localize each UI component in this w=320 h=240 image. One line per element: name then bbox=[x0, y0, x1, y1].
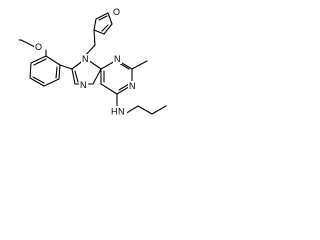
svg-text:O: O bbox=[113, 7, 120, 17]
bond bbox=[98, 15, 108, 21]
molecule-structure: O N N N N O H N bbox=[18, 7, 167, 117]
bond bbox=[29, 62, 32, 79]
bond bbox=[29, 77, 45, 87]
bond bbox=[131, 60, 148, 70]
bond bbox=[93, 18, 97, 31]
bond bbox=[45, 55, 61, 66]
bond bbox=[30, 55, 47, 64]
bond bbox=[118, 83, 130, 91]
bond bbox=[124, 105, 139, 115]
bond bbox=[32, 76, 45, 84]
bond bbox=[71, 68, 76, 85]
bond bbox=[20, 39, 36, 48]
furan-ring bbox=[93, 12, 113, 35]
bond bbox=[93, 29, 96, 46]
bond bbox=[92, 68, 102, 85]
atom-label-n3: N bbox=[113, 54, 122, 64]
pyrimidine-ring bbox=[100, 59, 133, 95]
svg-text:N: N bbox=[118, 107, 125, 117]
bond bbox=[137, 105, 153, 115]
bond bbox=[59, 64, 73, 70]
bond bbox=[107, 12, 113, 25]
svg-text:N: N bbox=[80, 80, 87, 90]
svg-text:N: N bbox=[129, 81, 136, 91]
bond bbox=[33, 58, 47, 66]
bond bbox=[43, 78, 60, 87]
bond bbox=[93, 29, 105, 35]
bond bbox=[101, 24, 109, 32]
bond bbox=[103, 23, 113, 35]
atom-label-n7: N bbox=[79, 80, 88, 90]
bond bbox=[55, 66, 58, 79]
svg-text:N: N bbox=[82, 54, 89, 64]
atom-label-methoxy-o: O bbox=[34, 42, 43, 52]
bond bbox=[95, 12, 109, 20]
bond bbox=[74, 70, 79, 83]
atom-label-amine: H N bbox=[111, 106, 127, 117]
atom-label-furan-o: O bbox=[112, 7, 120, 17]
benzene-ring bbox=[29, 55, 61, 87]
svg-text:O: O bbox=[35, 42, 42, 52]
bond bbox=[87, 59, 102, 70]
bond bbox=[58, 64, 61, 80]
bond bbox=[100, 83, 118, 95]
svg-text:N: N bbox=[114, 54, 121, 64]
svg-text:H: H bbox=[111, 107, 118, 117]
bond bbox=[151, 105, 167, 115]
atom-label-n9: N bbox=[81, 54, 90, 64]
atom-label-n1: N bbox=[128, 81, 137, 91]
